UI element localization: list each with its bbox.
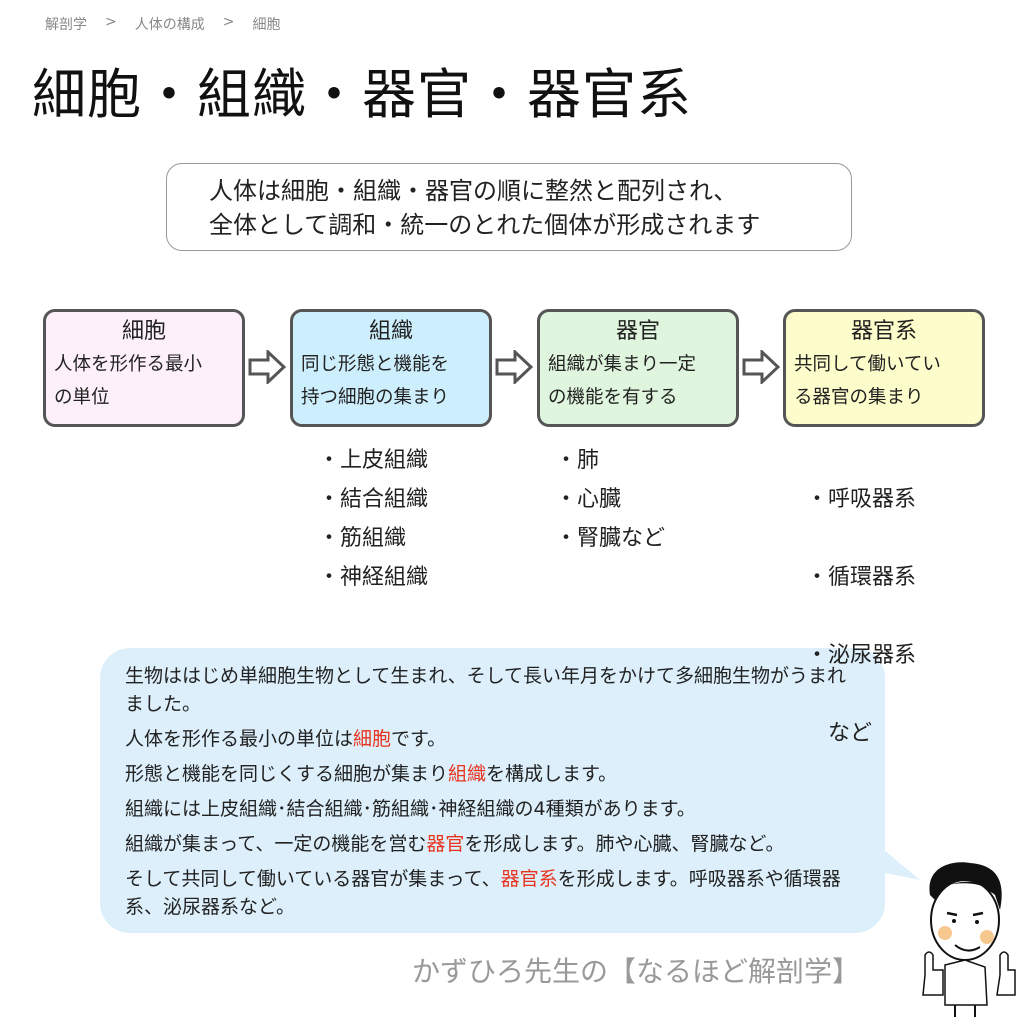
bubble-text: 組織が集まって、一定の機能を営む器官を形成します。肺や心臓、腎臓など。 bbox=[125, 830, 865, 858]
speech-bubble: 生物ははじめ単細胞生物として生まれ、そして長い年月をかけて多細胞生物がうまれまし… bbox=[100, 648, 885, 933]
box-text: の単位 bbox=[54, 387, 110, 408]
summary-line: 全体として調和・統一のとれた個体が形成されます bbox=[209, 211, 761, 239]
page-title: 細胞・組織・器官・器官系 bbox=[32, 63, 692, 126]
arrow-right-icon bbox=[742, 350, 780, 384]
text: 形態と機能を同じくする細胞が集まり bbox=[125, 763, 449, 785]
bubble-text: 人体を形作る最小の単位は細胞です。 bbox=[125, 725, 865, 753]
box-title: 器官 bbox=[615, 319, 660, 344]
bubble-text: 生物ははじめ単細胞生物として生まれ、そして長い年月をかけて多細胞生物がうまれまし… bbox=[125, 665, 847, 715]
highlight: 器官 bbox=[426, 833, 465, 855]
list-item: ・心臓 bbox=[555, 487, 622, 512]
organ-list: ・肺 ・心臓 ・腎臓など bbox=[555, 441, 665, 558]
highlight: 細胞 bbox=[353, 728, 392, 750]
highlight: 組織 bbox=[448, 763, 487, 785]
tissue-list: ・上皮組織 ・結合組織 ・筋組織 ・神経組織 bbox=[318, 441, 428, 597]
list-item: ・肺 bbox=[555, 448, 600, 473]
box-title: 組織 bbox=[368, 319, 413, 344]
box-title: 器官系 bbox=[850, 319, 917, 344]
list-item: ・筋組織 bbox=[318, 526, 407, 551]
highlight: 器官系 bbox=[500, 868, 558, 890]
box-tissue: 組織 同じ形態と機能を 持つ細胞の集まり bbox=[290, 309, 492, 427]
summary-line: 人体は細胞・組織・器官の順に整然と配列され、 bbox=[209, 177, 738, 205]
list-item: ・上皮組織 bbox=[318, 448, 429, 473]
list-item: ・腎臓など bbox=[555, 526, 666, 551]
summary-box: 人体は細胞・組織・器官の順に整然と配列され、 全体として調和・統一のとれた個体が… bbox=[166, 163, 852, 251]
list-item: ・結合組織 bbox=[318, 487, 429, 512]
breadcrumb-current: 細胞 bbox=[252, 17, 281, 33]
box-text: 組織が集まり一定 bbox=[548, 354, 697, 375]
system-list: ・呼吸器系 ・循環器系 ・泌尿器系 など bbox=[806, 441, 916, 792]
text: そして共同して働いている器官が集まって、 bbox=[125, 868, 501, 890]
footer-credit: かずひろ先生の【なるほど解剖学】 bbox=[412, 955, 861, 988]
box-text: の機能を有する bbox=[548, 387, 678, 408]
breadcrumb-separator: > bbox=[105, 14, 117, 30]
box-text: 共同して働いてい bbox=[794, 354, 941, 375]
list-item: ・神経組織 bbox=[318, 565, 429, 590]
arrow-right-icon bbox=[495, 350, 533, 384]
box-text: 同じ形態と機能を bbox=[301, 354, 450, 375]
doctor-character-illustration bbox=[922, 862, 1016, 1017]
list-item: ・呼吸器系 bbox=[806, 487, 917, 512]
breadcrumb-separator: > bbox=[222, 14, 235, 30]
list-item: ・循環器系 bbox=[806, 565, 917, 590]
box-text: 持つ細胞の集まり bbox=[301, 387, 450, 408]
text: を構成します。 bbox=[486, 763, 618, 785]
bubble-text: 組織には上皮組織･結合組織･筋組織･神経組織の4種類があります。 bbox=[125, 798, 696, 820]
bubble-text: そして共同して働いている器官が集まって、器官系を形成します。呼吸器系や循環器系、… bbox=[125, 865, 865, 921]
box-organ: 器官 組織が集まり一定 の機能を有する bbox=[537, 309, 739, 427]
text: を形成します。呼吸器系や循環器系、泌尿器系など。 bbox=[125, 868, 841, 918]
box-text: る器官の集まり bbox=[794, 387, 924, 408]
list-item: ・泌尿器系 bbox=[806, 643, 917, 668]
box-text: 人体を形作る最小 bbox=[54, 354, 203, 375]
breadcrumb-item[interactable]: 人体の構成 bbox=[134, 17, 205, 33]
breadcrumb-item[interactable]: 解剖学 bbox=[45, 17, 87, 33]
box-title: 細胞 bbox=[121, 319, 166, 344]
breadcrumb: 解剖学 > 人体の構成 > 細胞 bbox=[45, 14, 280, 34]
text: を形成します。肺や心臓、腎臓など。 bbox=[464, 833, 785, 855]
box-cell: 細胞 人体を形作る最小 の単位 bbox=[43, 309, 245, 427]
text: 人体を形作る最小の単位は bbox=[125, 728, 354, 750]
list-item: など bbox=[806, 721, 873, 746]
text: 組織が集まって、一定の機能を営む bbox=[125, 833, 427, 855]
bubble-text: 形態と機能を同じくする細胞が集まり組織を構成します。 bbox=[125, 760, 865, 788]
arrow-right-icon bbox=[248, 350, 286, 384]
text: です。 bbox=[391, 728, 447, 750]
box-organ-system: 器官系 共同して働いてい る器官の集まり bbox=[783, 309, 985, 427]
